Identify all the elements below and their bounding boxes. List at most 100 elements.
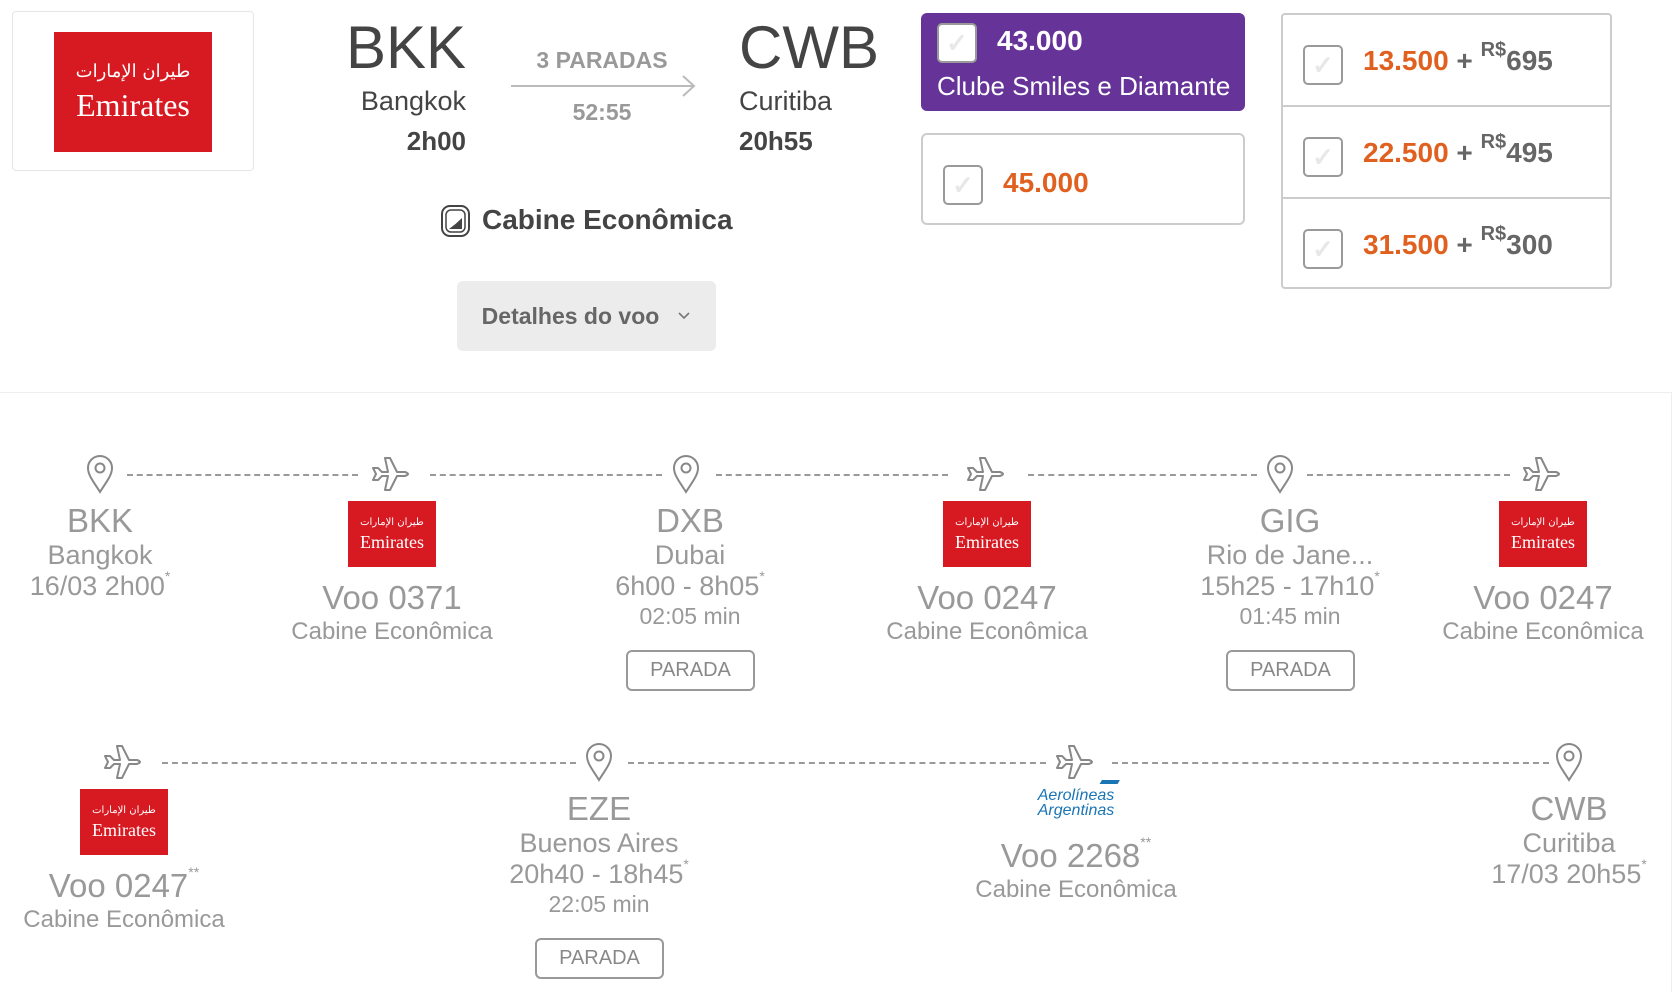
currency: R$ [1480,39,1507,61]
emirates-logo: طيران الإمارات Emirates [54,32,212,152]
flight-cabin: Cabine Econômica [975,876,1177,903]
airplane-icon [371,455,413,498]
location-pin-icon [1265,454,1295,499]
emirates-logo-text: Emirates [955,531,1019,552]
flight-number: Voo 2268** [1001,835,1151,872]
flight-number-text: Voo 0247 [1473,579,1613,616]
check-icon: ✓ [952,169,974,200]
cash-amount: 300 [1506,229,1553,260]
club-label: Clube Smiles e Diamante [937,71,1231,101]
stop-city: Bangkok [47,540,153,570]
emirates-logo-text: Emirates [76,87,190,123]
stop-city: Curitiba [1522,828,1616,858]
stop-city: Rio de Jane... [1206,540,1374,570]
checkbox[interactable]: ✓ [943,165,983,205]
plus-sign: + [1456,229,1473,260]
footnote-mark: * [1374,568,1380,584]
mixed-fare-options: ✓ 13.500 + R$695 ✓ 22.500 + R$495 ✓ 31.5… [1281,13,1612,289]
checkbox[interactable]: ✓ [937,23,977,63]
emirates-logo-arabic: طيران الإمارات [75,61,191,82]
destination-time: 20h55 [739,126,813,156]
flight-number: Voo 0247 [1473,581,1612,614]
checkbox[interactable]: ✓ [1303,45,1343,85]
club-miles: 43.000 [997,25,1083,56]
footnote-mark: ** [1140,834,1152,850]
location-pin-icon [671,454,701,499]
flight-number-text: Voo 0247 [48,867,189,904]
flight-number: Voo 0247 [917,581,1056,614]
stop-time: 6h00 - 8h05* [615,569,765,601]
currency: R$ [1480,223,1507,245]
footnote-mark: * [683,856,689,872]
currency: R$ [1480,131,1507,153]
regular-miles: 45.000 [1003,167,1089,198]
emirates-logo-text: Emirates [92,819,156,840]
checkbox[interactable]: ✓ [1303,229,1343,269]
stop-time-text: 16/03 2h00 [29,571,165,601]
check-icon: ✓ [1312,233,1334,264]
check-icon: ✓ [1312,49,1334,80]
stop-badge[interactable]: PARADA [626,650,755,691]
fare-option-regular[interactable]: ✓ 45.000 [921,133,1245,225]
emirates-logo-text: Emirates [1511,531,1575,552]
mixed-miles: 31.500 [1363,229,1449,260]
stop-time: 20h40 - 18h45* [509,857,689,889]
footnote-mark: * [164,568,171,584]
route-dashed-line [1028,474,1257,476]
stop-city: Dubai [654,540,726,570]
emirates-logo-arabic: طيران الإمارات [1511,516,1575,528]
logo-line: Argentinas [1037,802,1115,819]
route-dashed-line [628,762,1046,764]
stop-time: 17/03 20h55* [1491,857,1647,889]
stop-code: DXB [656,502,724,539]
chevron-down-icon [678,312,690,320]
mixed-fare-option[interactable]: ✓ 13.500 + R$695 [1283,15,1610,107]
stop-city: Buenos Aires [519,828,679,858]
stop-code: GIG [1259,502,1321,539]
flight-details-label: Detalhes do voo [481,302,660,329]
footnote-mark: ** [188,864,200,880]
stop-time-text: 15h25 - 17h10 [1200,571,1375,601]
plus-sign: + [1456,137,1473,168]
flight-details-button[interactable]: Detalhes do voo [457,281,716,351]
airplane-icon [1522,455,1564,498]
stop-badge[interactable]: PARADA [535,938,664,979]
route-dashed-line [1112,762,1549,764]
route-arrow-icon [511,75,696,97]
route-dashed-line [430,474,662,476]
stop-duration: 01:45 min [1239,603,1341,629]
check-icon: ✓ [1312,141,1334,172]
flight-details-panel [0,392,1672,992]
origin-code: BKK [345,14,466,81]
stop-time-text: 6h00 - 8h05 [615,571,760,601]
fare-option-club[interactable]: ✓ 43.000 Clube Smiles e Diamante [921,13,1245,111]
route-dashed-line [716,474,948,476]
location-pin-icon [85,454,115,499]
emirates-logo-arabic: طيران الإمارات [360,516,424,528]
airline-logo-card: طيران الإمارات Emirates [12,11,254,171]
condor-mark-icon [1099,780,1120,784]
mixed-fare-option[interactable]: ✓ 22.500 + R$495 [1283,107,1610,199]
stop-duration: 02:05 min [639,603,741,629]
flight-number: Voo 0247** [48,865,199,904]
mixed-miles: 22.500 [1363,137,1449,168]
stop-badge[interactable]: PARADA [1226,650,1355,691]
mixed-fare-option[interactable]: ✓ 31.500 + R$300 [1283,199,1610,287]
route-dashed-line [162,762,576,764]
check-icon: ✓ [946,27,968,58]
flight-number: Voo 0371 [322,581,461,614]
flight-number-text: Voo 0371 [322,579,462,616]
plus-sign: + [1456,45,1473,76]
stop-time: 16/03 2h00* [29,569,171,601]
footnote-mark: * [1641,856,1647,872]
flight-cabin: Cabine Econômica [291,618,493,645]
cabin-label: Cabine Econômica [482,204,733,235]
stop-time-text: 17/03 20h55 [1491,859,1642,889]
logo-line: Aerolíneas [1037,787,1115,804]
checkbox[interactable]: ✓ [1303,137,1343,177]
flight-number-text: Voo 0247 [917,579,1057,616]
stop-time-text: 20h40 - 18h45 [509,859,684,889]
